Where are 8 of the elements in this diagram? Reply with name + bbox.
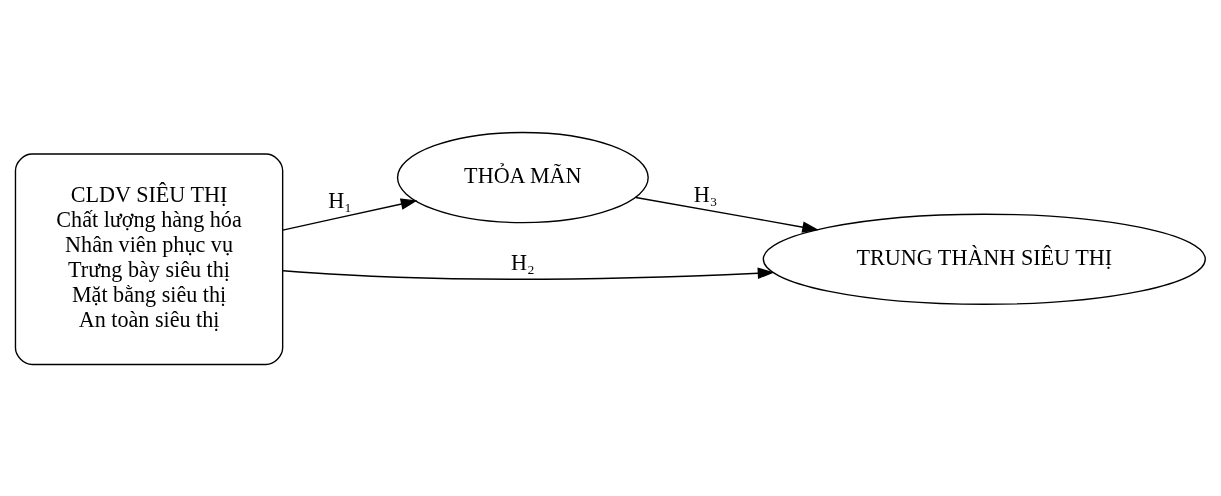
edge-label: H₁	[328, 187, 352, 213]
node-ellipse: TRUNG THÀNH SIÊU THỊ	[762, 213, 1206, 305]
edge-label: H₃	[693, 181, 718, 207]
arrow	[282, 266, 775, 280]
arrow	[282, 197, 418, 231]
node-box: CLDV SIÊU THỊ Chất lượng hàng hóa Nhân viên phục vụ Trưng bày siêu thị Mặt bằng siêu thị An toàn siêu thị	[14, 152, 284, 365]
arrow	[635, 196, 819, 233]
edge-label: H₂	[511, 249, 535, 275]
